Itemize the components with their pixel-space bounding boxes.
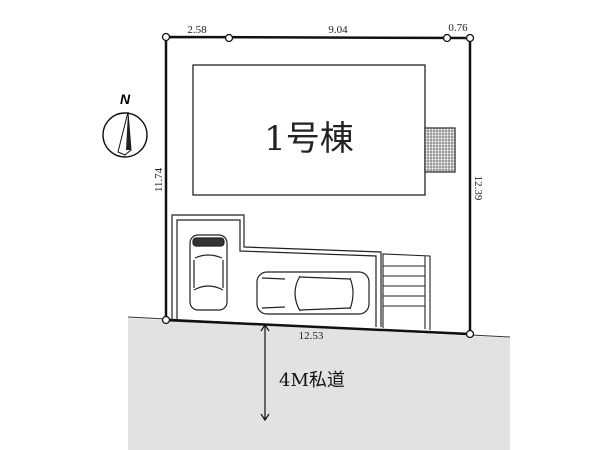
car-2-icon xyxy=(256,271,370,315)
outdoor-unit-grid xyxy=(424,127,456,173)
private-road xyxy=(128,318,510,450)
parking-area xyxy=(171,214,382,327)
north-label: N xyxy=(120,91,131,107)
dim-right-side: 12.39 xyxy=(472,176,484,201)
entrance-stairs xyxy=(382,253,431,330)
dim-left-side: 11.74 xyxy=(153,167,165,192)
dim-top-right: 0.76 xyxy=(448,22,468,34)
car-1-icon xyxy=(189,234,228,311)
road-label: 4M私道 xyxy=(279,370,345,391)
building-1 xyxy=(192,64,426,196)
north-compass-icon xyxy=(102,111,148,158)
building-label: 1号棟 xyxy=(264,119,354,159)
boundary-markers xyxy=(161,32,475,339)
dim-top-middle: 9.04 xyxy=(328,24,348,36)
road-width-arrow xyxy=(260,323,270,422)
dim-top-left: 2.58 xyxy=(187,24,207,36)
dim-frontage: 12.53 xyxy=(299,330,324,342)
